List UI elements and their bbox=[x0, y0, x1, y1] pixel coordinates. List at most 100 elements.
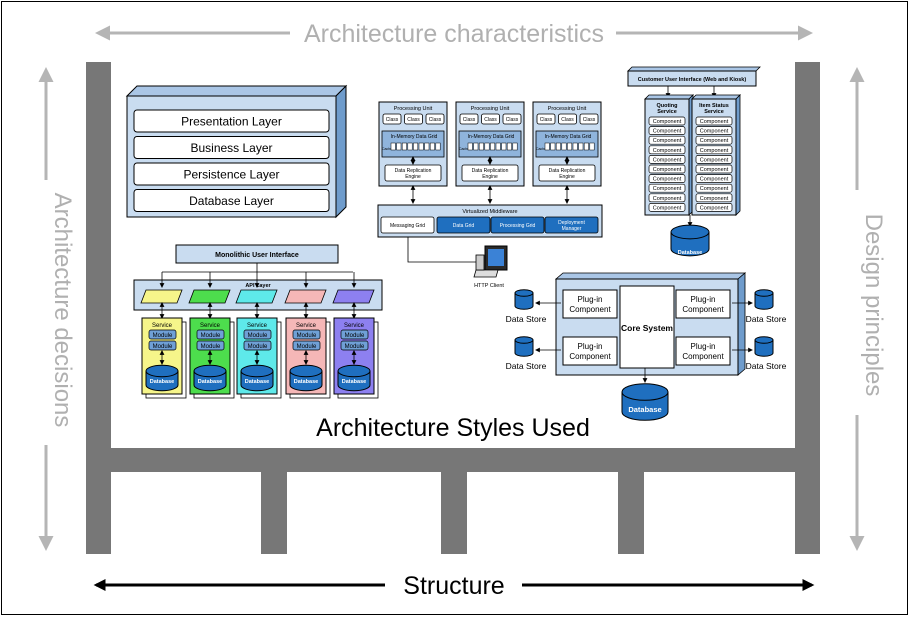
component-label: Component bbox=[700, 157, 729, 163]
component-label: Component bbox=[653, 167, 682, 173]
component-label: Component bbox=[653, 157, 682, 163]
cache-cell bbox=[429, 142, 435, 151]
cache-label: Cache bbox=[382, 147, 392, 151]
cache-cell bbox=[401, 142, 407, 151]
frame-left-post bbox=[86, 62, 111, 554]
processing-unit-title: Processing Unit bbox=[548, 106, 587, 112]
api-endpoint bbox=[332, 289, 375, 304]
module-box bbox=[243, 329, 272, 340]
module-label: Module bbox=[248, 333, 268, 339]
module-box bbox=[196, 340, 225, 351]
class-label: Class bbox=[540, 117, 553, 123]
plugin-label: Component bbox=[569, 305, 611, 314]
cache-cell bbox=[501, 142, 507, 151]
service-database bbox=[240, 364, 274, 392]
processing-unit-title: Processing Unit bbox=[394, 106, 433, 112]
component-box bbox=[695, 164, 733, 174]
customer-ui-label: Customer User Interface (Web and Kiosk) bbox=[638, 77, 747, 83]
middleware-item-label: Data Grid bbox=[453, 223, 475, 229]
plugin-label: Plug-in bbox=[691, 295, 716, 304]
component-label: Component bbox=[653, 186, 682, 192]
plugin-label: Plug-in bbox=[578, 342, 603, 351]
service-database-label: Database bbox=[342, 379, 366, 385]
data-store-label: Data Store bbox=[506, 361, 547, 371]
microservice-label: Service bbox=[657, 109, 677, 115]
component-box bbox=[695, 193, 733, 203]
module-box bbox=[292, 340, 321, 351]
frame-leg-2 bbox=[441, 472, 467, 554]
plugin-box bbox=[675, 336, 731, 366]
plugin-box bbox=[675, 289, 731, 319]
cache-cell bbox=[572, 142, 578, 151]
api-endpoint bbox=[188, 289, 231, 304]
service-database-label: Database bbox=[150, 379, 174, 385]
core-system-label: Core System bbox=[621, 323, 673, 333]
module-label: Module bbox=[345, 344, 365, 350]
service-database-top bbox=[145, 364, 179, 378]
microservice-label: Service bbox=[704, 109, 724, 115]
client-connector bbox=[407, 237, 478, 263]
replication-box bbox=[384, 164, 442, 182]
middleware-title: Virtualized Middleware bbox=[462, 209, 517, 215]
data-store-body bbox=[754, 339, 774, 357]
cache-cell bbox=[506, 142, 512, 151]
service-database-label: Database bbox=[198, 379, 222, 385]
core-database-top bbox=[621, 383, 669, 401]
cache-cell bbox=[567, 142, 573, 151]
left-axis-label: Architecture decisions bbox=[49, 193, 76, 428]
layer-box bbox=[133, 109, 330, 133]
service-database-top bbox=[240, 364, 274, 378]
microservices-database-label: Database bbox=[678, 250, 702, 256]
cache-cell bbox=[495, 142, 501, 151]
class-label: Class bbox=[429, 117, 442, 123]
component-box bbox=[695, 155, 733, 164]
component-box bbox=[695, 116, 733, 126]
class-label: Class bbox=[407, 117, 420, 123]
data-grid-label: In-Memory Data Grid bbox=[545, 134, 592, 140]
layered-box-side bbox=[335, 84, 347, 219]
class-box bbox=[536, 113, 556, 125]
component-box bbox=[648, 126, 686, 135]
component-box bbox=[648, 155, 686, 164]
service-database bbox=[145, 364, 179, 392]
core-database-label: Database bbox=[628, 405, 661, 414]
component-box bbox=[648, 145, 686, 155]
class-box bbox=[502, 113, 522, 125]
component-box bbox=[695, 183, 733, 193]
layered-box-top bbox=[125, 85, 348, 97]
component-label: Component bbox=[700, 186, 729, 192]
data-store bbox=[514, 336, 534, 357]
cache-label: Cache bbox=[459, 147, 469, 151]
component-label: Component bbox=[653, 119, 682, 125]
service-database bbox=[193, 364, 227, 392]
cache-cell bbox=[484, 142, 490, 151]
cache-cell bbox=[435, 142, 441, 151]
cache-cell bbox=[490, 142, 496, 151]
component-box bbox=[695, 203, 733, 212]
cache-cell bbox=[418, 142, 424, 151]
customer-ui-box bbox=[627, 70, 757, 87]
right-axis-label: Design principles bbox=[860, 214, 887, 397]
cache-cell bbox=[390, 142, 396, 151]
component-box bbox=[648, 135, 686, 145]
monolithic-ui-label: Monolithic User Interface bbox=[215, 252, 299, 259]
layer-label: Presentation Layer bbox=[181, 115, 282, 129]
component-label: Component bbox=[700, 167, 729, 173]
class-box bbox=[459, 113, 479, 125]
center-title: Architecture Styles Used bbox=[316, 414, 590, 442]
service-box-top bbox=[691, 94, 741, 100]
component-box bbox=[648, 164, 686, 174]
middleware-item bbox=[544, 216, 599, 234]
data-store-label: Data Store bbox=[746, 361, 787, 371]
layer-label: Database Layer bbox=[189, 194, 274, 208]
cache-cell bbox=[589, 142, 595, 151]
service-database bbox=[337, 364, 371, 392]
class-label: Class bbox=[506, 117, 519, 123]
data-store-body bbox=[514, 292, 534, 310]
